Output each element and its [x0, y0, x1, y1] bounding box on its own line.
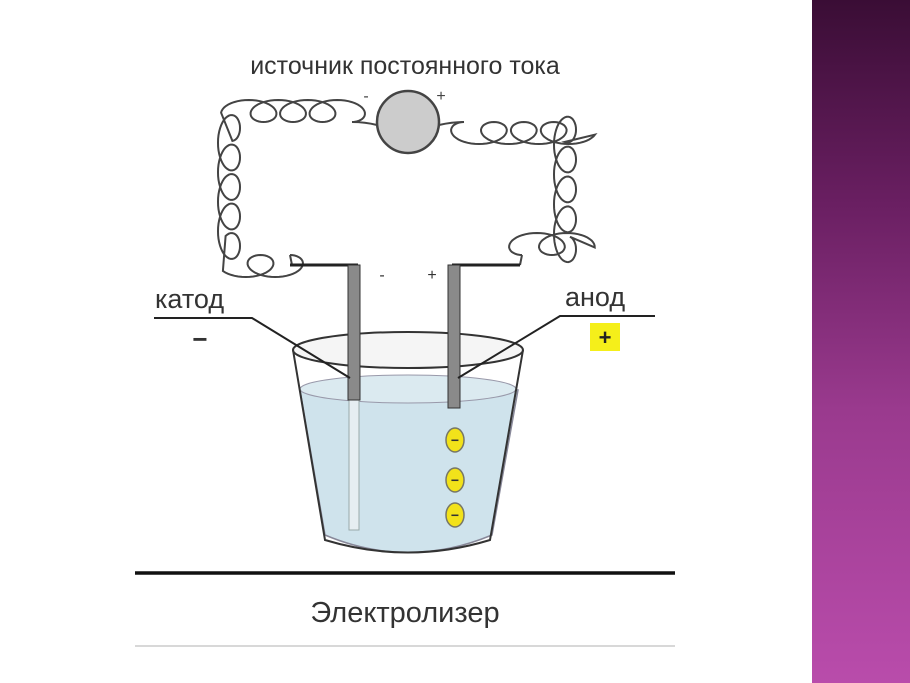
- right-lead: [438, 121, 465, 126]
- wire-coils: [216, 98, 598, 279]
- anion-icon: [445, 502, 465, 528]
- electrode-minus: -: [379, 267, 384, 284]
- cathode-pointer: [154, 317, 351, 379]
- cathode-sign: −: [192, 324, 207, 354]
- right-coil: [450, 115, 598, 264]
- beaker-wall: [292, 349, 524, 554]
- cathode-electrode: [347, 264, 361, 401]
- anion-icon: [445, 467, 465, 493]
- anode-electrode: [447, 264, 461, 409]
- source-minus: -: [363, 88, 368, 105]
- ion-sign: −: [451, 432, 459, 448]
- slide-decor-band: [812, 0, 910, 683]
- electrode-plus: +: [427, 267, 436, 284]
- cathode-label: катод: [155, 284, 224, 314]
- power-source-icon: [375, 89, 441, 155]
- source-plus: +: [436, 88, 445, 105]
- diagram-title: источник постоянного тока: [250, 52, 560, 80]
- right-lead-down: [519, 254, 523, 266]
- water-surface: [299, 374, 517, 404]
- anode-sign: +: [599, 325, 612, 350]
- anion-icon: [445, 427, 465, 453]
- anions: − − −: [445, 427, 465, 528]
- ion-sign: −: [451, 472, 459, 488]
- electrode-reflection: [348, 394, 360, 531]
- left-coil: [216, 98, 366, 279]
- ion-sign: −: [451, 507, 459, 523]
- anode-sign-badge: [590, 323, 620, 351]
- left-lead: [351, 121, 378, 126]
- anode-label: анод: [565, 282, 625, 312]
- caption: Электролизер: [310, 597, 499, 629]
- left-lead-down: [289, 254, 293, 266]
- anode-pointer: [457, 315, 655, 379]
- beaker-rim: [292, 331, 524, 369]
- electrolyte-water: [299, 381, 519, 554]
